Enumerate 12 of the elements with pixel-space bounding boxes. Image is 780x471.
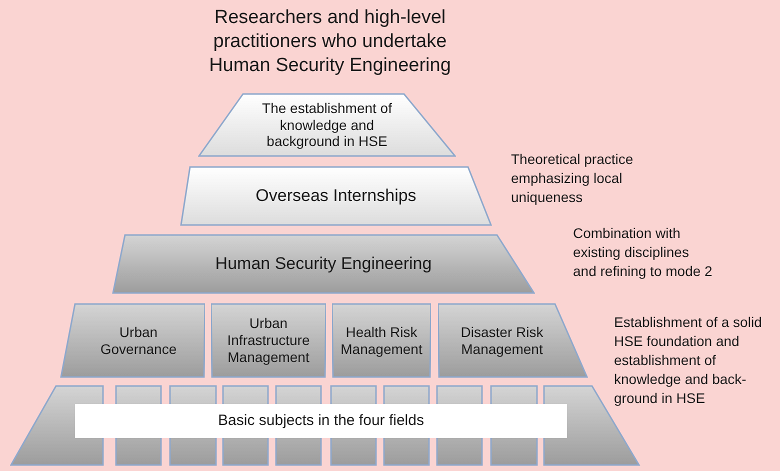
pyramid-block: Overseas Internships <box>180 166 492 226</box>
side-note: Combination with existing disciplines and refining to mode 2 <box>573 224 714 281</box>
pyramid-block: Human Security Engineering <box>112 234 535 294</box>
heading: Researchers and high-level practitioners who undertake Human Security Engineering <box>208 6 452 78</box>
pyramid-block: Urban Infrastructure Management <box>211 303 326 378</box>
pyramid-block: Urban Governance <box>60 303 205 378</box>
pyramid-block: The establishment of knowledge and background in HSE <box>198 93 456 157</box>
side-note: Establishment of a solid HSE foundation and establishment of knowledge and back- ground in HSE <box>614 313 763 408</box>
side-note: Theoretical practice emphasizing local uniqueness <box>511 150 634 207</box>
pyramid-block: Disaster Risk Management <box>438 303 588 378</box>
text-bar: Basic subjects in the four fields <box>75 404 567 438</box>
pyramid-block: Health Risk Management <box>332 303 431 378</box>
